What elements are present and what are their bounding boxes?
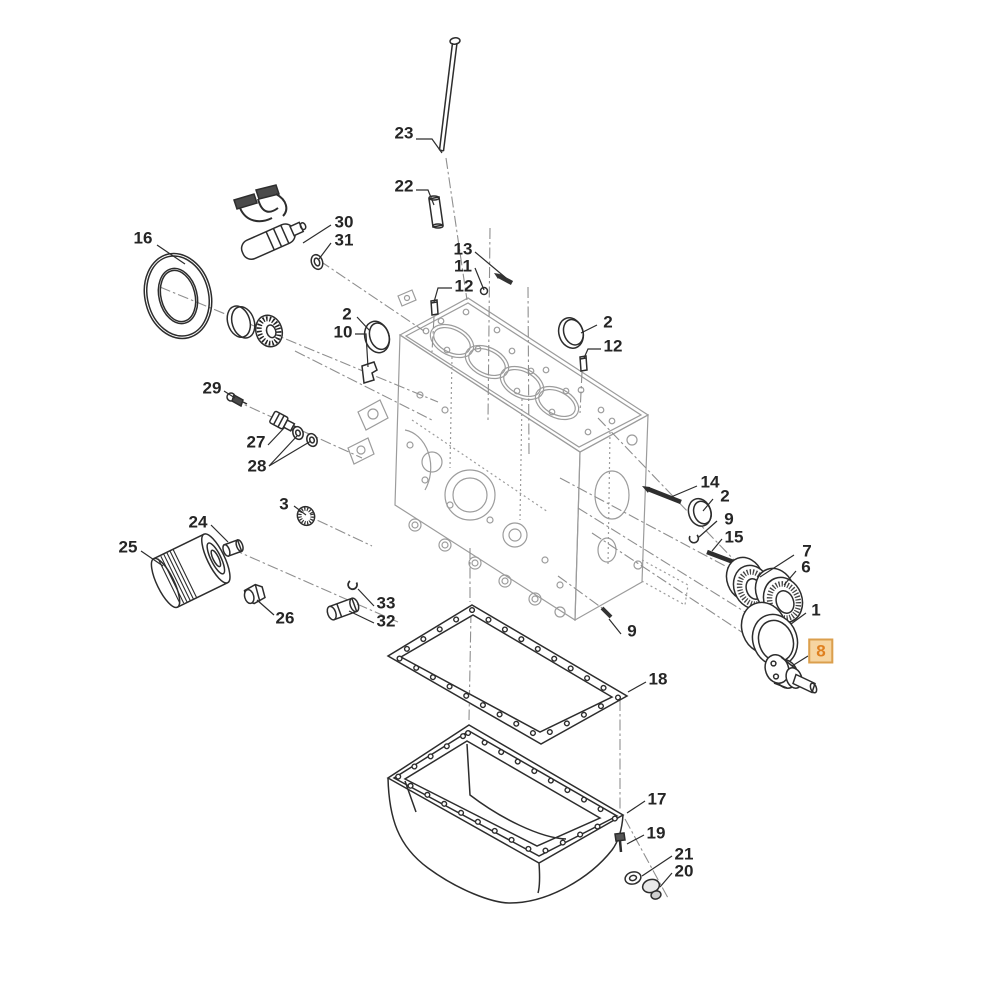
callout-31[interactable]: 31 — [334, 230, 354, 250]
callout-21[interactable]: 21 — [674, 844, 694, 864]
callout-19[interactable]: 19 — [646, 823, 666, 843]
part-drawing-shaft-8 — [764, 654, 818, 694]
callout-9-right[interactable]: 9 — [724, 509, 734, 529]
callout-28[interactable]: 28 — [247, 456, 267, 476]
part-drawing-bolt-19 — [614, 832, 626, 853]
part-drawing-pin-14 — [642, 486, 682, 505]
part-drawing-pin-9-lower — [600, 606, 613, 619]
callout-1[interactable]: 1 — [811, 600, 821, 620]
callout-2-far-right[interactable]: 2 — [720, 486, 730, 506]
part-drawing-bushing-1 — [740, 601, 799, 667]
callout-14[interactable]: 14 — [700, 472, 720, 492]
callout-22[interactable]: 22 — [394, 176, 414, 196]
callout-24[interactable]: 24 — [188, 512, 208, 532]
callout-17[interactable]: 17 — [647, 789, 667, 809]
callout-20[interactable]: 20 — [674, 861, 694, 881]
part-drawing-cup-plug-far — [687, 497, 713, 527]
part-drawing-plug-32 — [326, 597, 360, 621]
callout-16[interactable]: 16 — [133, 228, 153, 248]
part-drawing-oil-filter — [150, 533, 231, 609]
leader-lines — [140, 138, 809, 888]
part-drawing-ring-11 — [479, 286, 489, 296]
part-drawing-dipstick-tube — [428, 195, 444, 229]
callout-26[interactable]: 26 — [275, 608, 295, 628]
part-drawing-pin-12-right — [579, 355, 588, 372]
part-drawing-cup-plug-left — [363, 320, 391, 354]
part-drawing-clip-33 — [347, 580, 358, 591]
deck-bolt-holes — [422, 308, 616, 436]
callout-10[interactable]: 10 — [333, 322, 353, 342]
callout-12-right[interactable]: 12 — [603, 336, 623, 356]
part-drawing-oil-pan-gasket — [386, 604, 629, 745]
part-drawing-plug-24 — [222, 539, 244, 557]
callout-2-left[interactable]: 2 — [342, 304, 352, 324]
part-drawing-washer-21 — [624, 871, 642, 885]
part-drawing-sender-27 — [269, 410, 300, 434]
part-drawing-stud-13 — [494, 273, 514, 285]
part-drawing-solenoid — [233, 184, 307, 261]
part-drawing-pin-15 — [706, 549, 737, 566]
part-drawing-clip-9-right — [688, 534, 700, 544]
callout-3[interactable]: 3 — [279, 494, 289, 514]
part-drawing-hex-plug-26 — [243, 583, 266, 605]
engine-block-drawing — [347, 289, 689, 622]
part-drawing-bracket-10 — [361, 361, 378, 384]
callout-13[interactable]: 13 — [453, 239, 473, 259]
part-drawing-washers-28 — [292, 425, 318, 448]
part-drawing-seal-ring — [143, 252, 213, 340]
callout-9-lower[interactable]: 9 — [627, 621, 637, 641]
callout-11[interactable]: 11 — [454, 256, 472, 276]
callout-33[interactable]: 33 — [376, 593, 396, 613]
part-drawing-bearing-5 — [254, 314, 284, 348]
callout-8-selected[interactable]: 8 — [808, 638, 834, 664]
callout-6[interactable]: 6 — [801, 557, 811, 577]
part-drawing-dipstick — [438, 37, 461, 152]
part-drawing-disc-4 — [226, 305, 256, 339]
callout-25[interactable]: 25 — [118, 537, 138, 557]
part-drawing-oil-pan — [386, 724, 625, 904]
callout-29[interactable]: 29 — [202, 378, 222, 398]
part-drawing-plug-20 — [641, 878, 662, 900]
callout-15[interactable]: 15 — [724, 527, 744, 547]
callout-12-left[interactable]: 12 — [454, 276, 474, 296]
callout-27[interactable]: 27 — [246, 432, 266, 452]
callout-18[interactable]: 18 — [648, 669, 668, 689]
callout-32[interactable]: 32 — [376, 611, 396, 631]
callout-23[interactable]: 23 — [394, 123, 414, 143]
callout-2-right[interactable]: 2 — [603, 312, 613, 332]
part-drawing-cup-plug-right — [557, 317, 585, 349]
callout-30[interactable]: 30 — [334, 212, 354, 232]
callout-7[interactable]: 7 — [802, 541, 812, 561]
